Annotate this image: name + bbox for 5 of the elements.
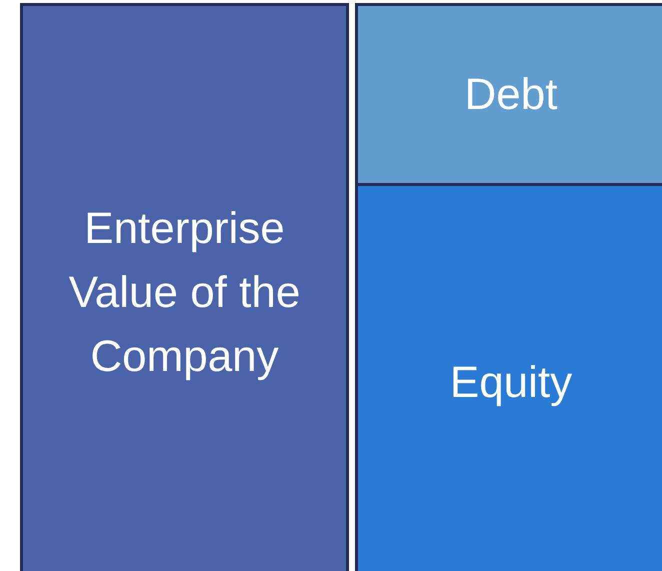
value-block (20, 3, 349, 571)
block-label: Enterprise Value of the Company (68, 203, 302, 383)
block-label: Equity (450, 357, 572, 410)
block-label: Debt (464, 69, 558, 122)
equity-block (355, 183, 662, 571)
